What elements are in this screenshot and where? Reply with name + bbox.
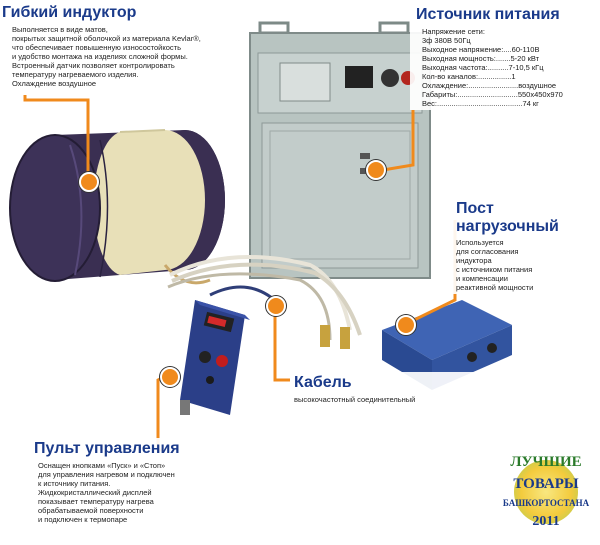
badge-line1: ЛУЧШИЕ [510,454,582,470]
spec-row: Габариты:.............................55… [422,90,563,99]
inductor-image [9,129,225,285]
inductor-description: Выполняется в виде матов, покрытых защит… [12,25,237,88]
inductor-title: Гибкий индуктор [2,4,137,21]
inductor-line: Выполняется в виде матов, [12,25,108,34]
remote-line: Жидкокристаллический дисплей [38,488,152,497]
remote-line: обрабатываемой поверхности [38,506,144,515]
remote-line: для управления нагревом и подключен [38,470,175,479]
cable-subtitle: высокочастотный соединительный [294,395,416,404]
spec-row: Выходное напряжение:....60-110В [422,45,540,54]
spec-row: Вес:....................................… [422,99,539,108]
inductor-line: что обеспечивает повышенную износостойко… [12,43,181,52]
source-specs: Напряжение сети: 3ф 380В 50Гц Выходное н… [422,27,600,108]
post-line: реактивной мощности [456,283,534,292]
post-marker-dot [396,315,416,335]
badge-line3: БАШКОРТОСТАНА [502,498,590,508]
post-description: Используется для согласования индуктора … [456,238,600,292]
post-line: для согласования [456,247,519,256]
cable-marker-dot [266,296,286,316]
spec-row: Кол-во каналов:................1 [422,72,516,81]
remote-line: Оснащен кнопками «Пуск» и «Стоп» [38,461,166,470]
badge-year: 2011 [532,514,560,529]
inductor-marker-dot [79,172,99,192]
post-callout: Пост нагрузочный Используется для соглас… [452,198,600,294]
remote-marker-dot [160,367,180,387]
power-source-image [249,21,431,279]
spec-row: Выходная частота:..........7-10,5 кГц [422,63,544,72]
spec-row: Охлаждение:........................возду… [422,81,557,90]
post-title-line2: нагрузочный [456,218,559,235]
badge-sun-icon [514,460,578,524]
source-callout: Источник питания Напряжение сети: 3ф 380… [410,4,600,110]
inductor-line: температуру нагреваемого изделия. [12,70,139,79]
remote-image [180,300,250,415]
inductor-line: Охлаждение воздушное [12,79,97,88]
source-marker-dot [366,160,386,180]
spec-row: Напряжение сети: [422,27,485,36]
spec-row: Выходная мощность:.......5-20 кВт [422,54,540,63]
remote-line: к источнику питания. [38,479,111,488]
cable-title: Кабель [294,374,352,391]
remote-line: и подключен к термопаре [38,515,128,524]
cable-callout: Кабель высокочастотный соединительный [290,372,474,406]
post-line: Используется [456,238,504,247]
spec-row: 3ф 380В 50Гц [422,36,471,45]
inductor-callout: Гибкий индуктор Выполняется в виде матов… [0,0,237,88]
inductor-line: покрытых защитной оболочкой из материала… [12,34,201,43]
badge-line2: ТОВАРЫ [513,476,579,492]
award-badge: ЛУЧШИЕ ТОВАРЫ БАШКОРТОСТАНА 2011 [496,450,596,542]
inductor-line: и удобство монтажа на изделиях сложной ф… [12,52,188,61]
remote-callout: Пульт управления Оснащен кнопками «Пуск»… [30,438,278,526]
remote-line: показывает температуру нагрева [38,497,154,506]
remote-title: Пульт управления [34,440,180,457]
inductor-line: Встроенный датчик позволяет контролирова… [12,61,175,70]
source-title: Источник питания [416,6,560,23]
post-line: с источником питания [456,265,533,274]
remote-description: Оснащен кнопками «Пуск» и «Стоп» для упр… [38,461,274,524]
post-title-line1: Пост [456,200,494,217]
post-line: индуктора [456,256,492,265]
post-line: и компенсации [456,274,508,283]
cable-image [167,255,362,349]
